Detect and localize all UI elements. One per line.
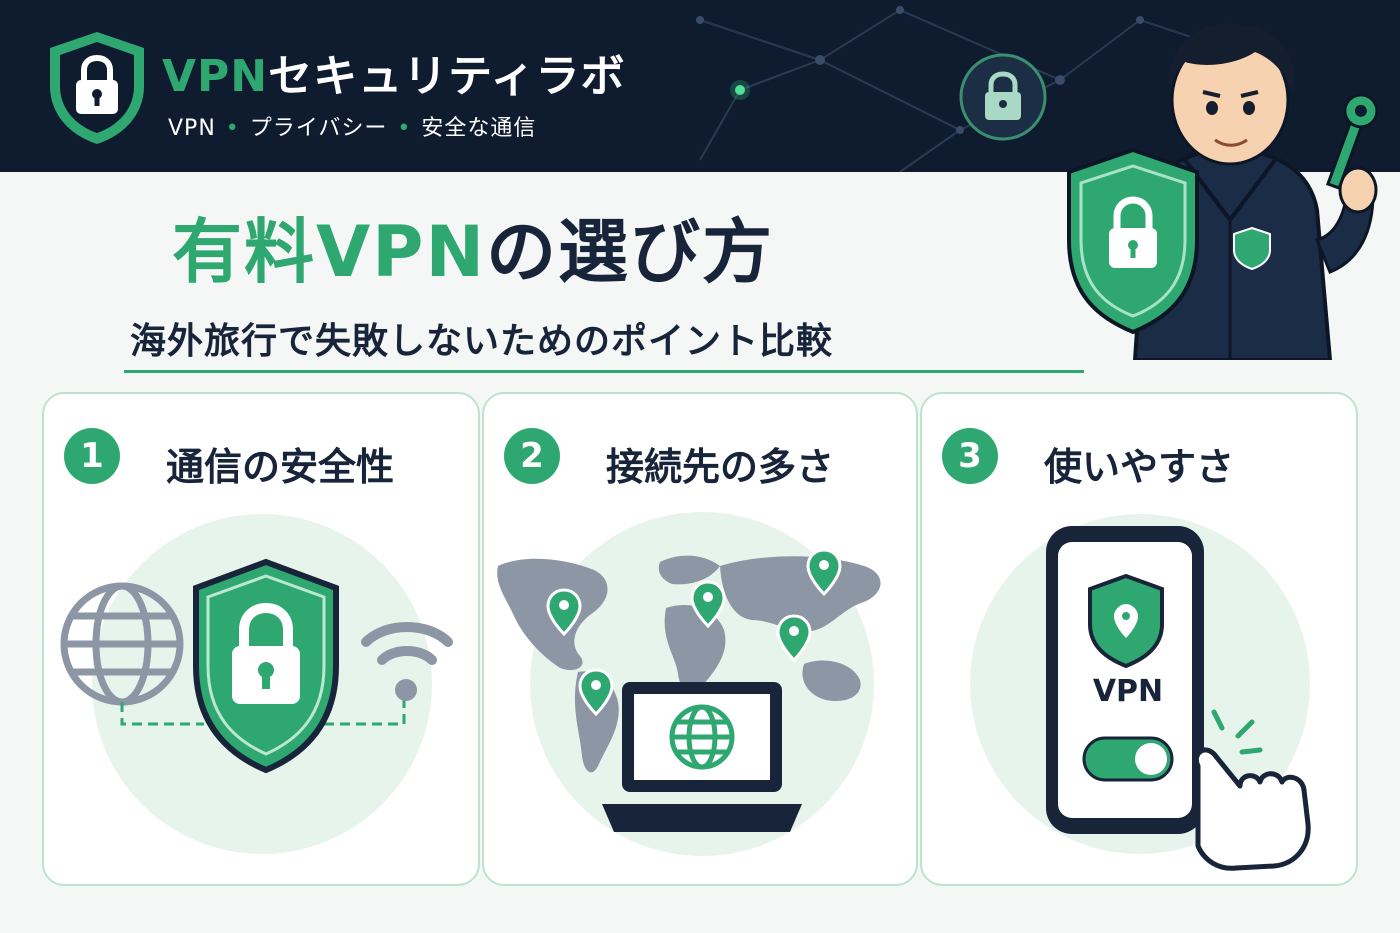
usability-illustration <box>970 514 1311 871</box>
app-label-vpn: VPN <box>1092 674 1164 709</box>
mascot-character <box>1067 23 1379 360</box>
location-pin-icon <box>546 548 842 717</box>
brand-tagline: VPN • プライバシー • 安全な通信 <box>168 110 536 142</box>
page-title-accent: 有料VPN <box>172 211 487 293</box>
subtitle-underline <box>124 370 1084 373</box>
brand-title-rest: セキュリティラボ <box>268 51 626 102</box>
padlock-icon <box>959 53 1047 141</box>
step-badge-3: 3 <box>942 428 998 484</box>
card-title-security: 通信の安全性 <box>166 445 395 489</box>
page-title: 有料VPNの選び方 <box>172 196 774 297</box>
tagline-item: 安全な通信 <box>421 116 537 141</box>
servers-illustration <box>497 512 881 856</box>
brand-title-accent: VPN <box>162 51 269 102</box>
vpn-shield-icon <box>1088 573 1164 669</box>
wifi-icon <box>361 622 453 665</box>
shield-lock-icon <box>50 32 144 144</box>
page-title-rest: の選び方 <box>486 211 775 293</box>
tagline-separator: • <box>225 116 240 141</box>
feature-card-servers: 2 接続先の多さ <box>482 392 918 886</box>
feature-card-security: 1 通信の安全性 <box>42 392 480 886</box>
page-subtitle: 海外旅行で失敗しないためのポイント比較 <box>130 321 834 362</box>
tagline-separator: • <box>397 116 412 141</box>
toggle-switch-icon <box>1082 736 1174 782</box>
pointer-hand-icon <box>1194 709 1311 871</box>
step-badge-1: 1 <box>64 428 120 484</box>
header-banner: VPNセキュリティラボ VPN•プライバシー•安全な通信 <box>0 0 1400 172</box>
security-illustration <box>60 514 453 854</box>
laptop-icon <box>602 682 802 832</box>
shield-lock-icon <box>193 558 339 774</box>
card-title-servers: 接続先の多さ <box>606 445 835 489</box>
step-badge-2: 2 <box>504 428 560 484</box>
card-title-usability: 使いやすさ <box>1044 445 1235 489</box>
brand-title: VPNセキュリティラボ <box>162 40 625 104</box>
tagline-item: プライバシー <box>249 116 388 141</box>
wifi-dot <box>395 679 417 701</box>
feature-card-usability: 3 使いやすさ VPN <box>920 392 1358 886</box>
tagline-item: VPN <box>168 116 216 141</box>
